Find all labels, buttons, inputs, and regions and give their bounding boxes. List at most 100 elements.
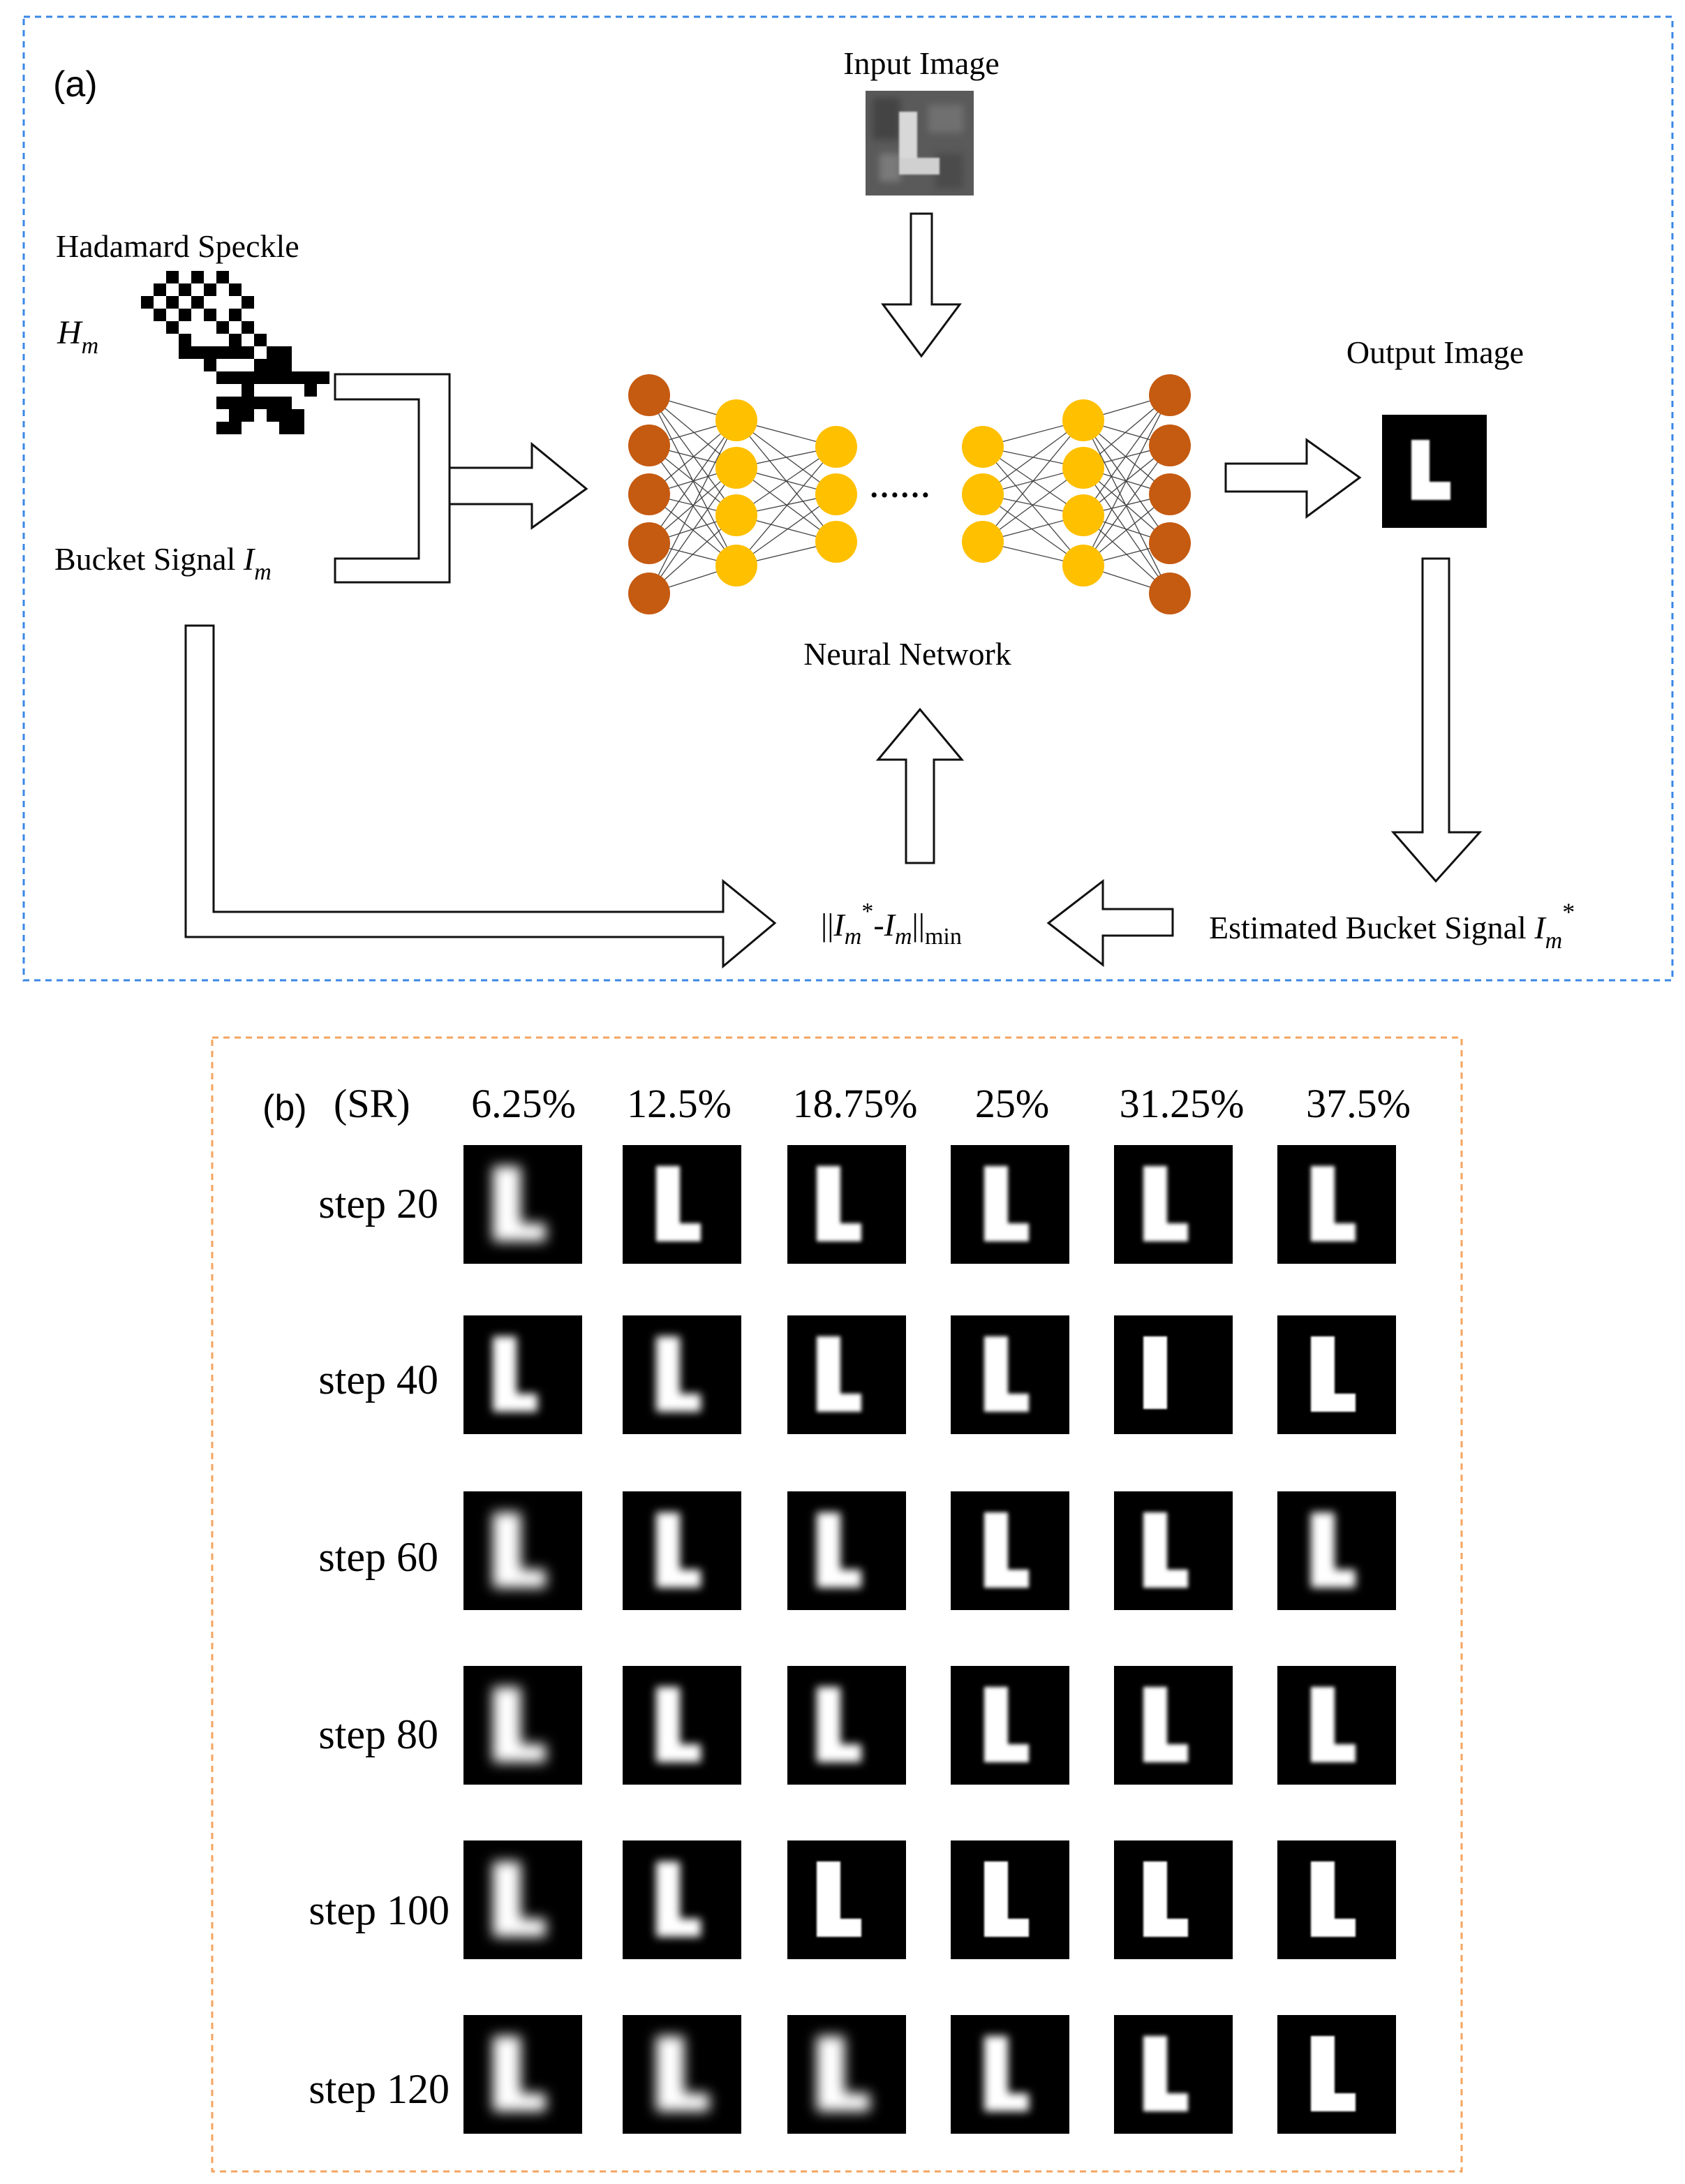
neuron-node bbox=[962, 473, 1004, 515]
neuron-node bbox=[962, 426, 1004, 468]
speckle-cell bbox=[267, 371, 279, 384]
reconstruction-cell bbox=[787, 2015, 906, 2134]
network-edge bbox=[648, 420, 737, 594]
reconstruction-cell bbox=[951, 1315, 1069, 1434]
speckle-cell bbox=[254, 397, 267, 409]
speckle-cell bbox=[154, 283, 166, 296]
neuron-node bbox=[1062, 399, 1104, 441]
speckle-cell bbox=[242, 321, 254, 334]
speckle-cell bbox=[242, 384, 254, 397]
reconstruction-cell bbox=[951, 2015, 1069, 2134]
step-row-3: step 60 bbox=[318, 1534, 438, 1580]
speckle-cell bbox=[242, 346, 254, 359]
reconstruction-cell bbox=[1277, 2015, 1396, 2134]
neuron-node bbox=[715, 545, 757, 586]
reconstruction-cell bbox=[787, 1145, 906, 1264]
panel-a-label: (a) bbox=[53, 64, 98, 105]
speckle-cell bbox=[279, 422, 292, 434]
speckle-cell bbox=[242, 397, 254, 409]
reconstruction-cell bbox=[1114, 1666, 1233, 1785]
speckle-cell bbox=[229, 422, 242, 434]
arrow-bucket-to-loss bbox=[184, 624, 777, 969]
speckle-cell bbox=[229, 334, 242, 346]
arrow-loss-to-network bbox=[875, 707, 965, 864]
network-edge bbox=[1083, 467, 1171, 594]
speckle-cell bbox=[216, 321, 229, 334]
speckle-cell bbox=[166, 296, 179, 309]
reconstruction-cell bbox=[1114, 2015, 1233, 2134]
reconstruction-cell bbox=[951, 1840, 1069, 1959]
speckle-cell bbox=[216, 397, 229, 409]
speckle-cell bbox=[292, 409, 304, 422]
neuron-node bbox=[1149, 473, 1191, 515]
reconstruction-cell bbox=[1114, 1491, 1233, 1610]
reconstruction-cell bbox=[951, 1145, 1069, 1264]
arrow-to-network bbox=[448, 441, 588, 530]
speckle-cell bbox=[279, 346, 292, 359]
speckle-cell bbox=[279, 409, 292, 422]
step-row-labels: step 20 step 40 step 60 step 80 step 100… bbox=[309, 1181, 450, 2112]
neuron-node bbox=[1149, 374, 1191, 416]
speckle-cell bbox=[166, 321, 179, 334]
neuron-node bbox=[815, 521, 857, 563]
reconstruction-cell bbox=[1277, 1145, 1396, 1264]
speckle-cell bbox=[191, 296, 204, 309]
network-edge bbox=[1083, 420, 1171, 594]
network-edge bbox=[648, 394, 737, 516]
reconstruction-cell bbox=[951, 1666, 1069, 1785]
neuron-node bbox=[628, 425, 670, 466]
sr-column-headers: 6.25% 12.5% 18.75% 25% 31.25% 37.5% bbox=[471, 1081, 1411, 1126]
neural-network bbox=[628, 374, 1191, 614]
reconstruction-cell bbox=[1277, 1666, 1396, 1785]
step-row-4: step 80 bbox=[318, 1711, 438, 1757]
neuron-node bbox=[1149, 522, 1191, 564]
speckle-cell bbox=[141, 296, 154, 309]
speckle-cell bbox=[179, 309, 191, 321]
speckle-cell bbox=[154, 309, 166, 321]
output-image bbox=[1382, 415, 1487, 528]
reconstruction-cell bbox=[463, 2015, 582, 2134]
reconstruction-cell bbox=[623, 1491, 741, 1610]
step-row-6: step 120 bbox=[309, 2066, 450, 2112]
sr-col-3: 18.75% bbox=[793, 1081, 918, 1126]
neuron-node bbox=[715, 494, 757, 536]
neural-network-label: Neural Network bbox=[803, 636, 1011, 672]
network-edge bbox=[648, 420, 737, 544]
speckle-cell bbox=[229, 346, 242, 359]
reconstruction-cell bbox=[623, 2015, 741, 2134]
network-edge bbox=[982, 446, 1084, 566]
speckle-cell bbox=[279, 371, 292, 384]
reconstruction-cell bbox=[1114, 1145, 1233, 1264]
arrow-output-to-estimated bbox=[1390, 557, 1483, 883]
speckle-cell bbox=[229, 409, 242, 422]
reconstruction-cell bbox=[787, 1315, 906, 1434]
speckle-cell bbox=[267, 346, 279, 359]
reconstruction-cell bbox=[951, 1491, 1069, 1610]
speckle-cell bbox=[292, 371, 304, 384]
reconstruction-cell bbox=[463, 1145, 582, 1264]
speckle-cell bbox=[317, 371, 329, 384]
sr-col-5: 31.25% bbox=[1120, 1081, 1245, 1126]
reconstruction-cell bbox=[1277, 1840, 1396, 1959]
network-edge bbox=[1083, 420, 1171, 544]
reconstruction-cell bbox=[463, 1491, 582, 1610]
neuron-node bbox=[715, 447, 757, 489]
bucket-signal-label: Bucket Signal Im bbox=[54, 541, 272, 585]
speckle-cell bbox=[191, 271, 204, 283]
step-row-2: step 40 bbox=[318, 1357, 438, 1403]
neuron-node bbox=[1149, 425, 1191, 466]
panel-b-label: (b) bbox=[262, 1088, 307, 1128]
arrow-network-to-output bbox=[1224, 438, 1362, 519]
network-edge bbox=[736, 446, 837, 566]
speckle-cell bbox=[204, 309, 216, 321]
speckle-cell bbox=[304, 384, 317, 397]
speckle-cell bbox=[166, 271, 179, 283]
input-image-label: Input Image bbox=[843, 45, 1000, 81]
bracket-connector bbox=[334, 373, 451, 584]
network-edge bbox=[982, 420, 1084, 543]
panel-b-border bbox=[211, 1036, 1463, 2173]
reconstruction-cell bbox=[1277, 1315, 1396, 1434]
sr-col-6: 37.5% bbox=[1306, 1081, 1411, 1126]
reconstruction-grid bbox=[463, 1145, 1396, 2134]
neuron-node bbox=[815, 473, 857, 515]
